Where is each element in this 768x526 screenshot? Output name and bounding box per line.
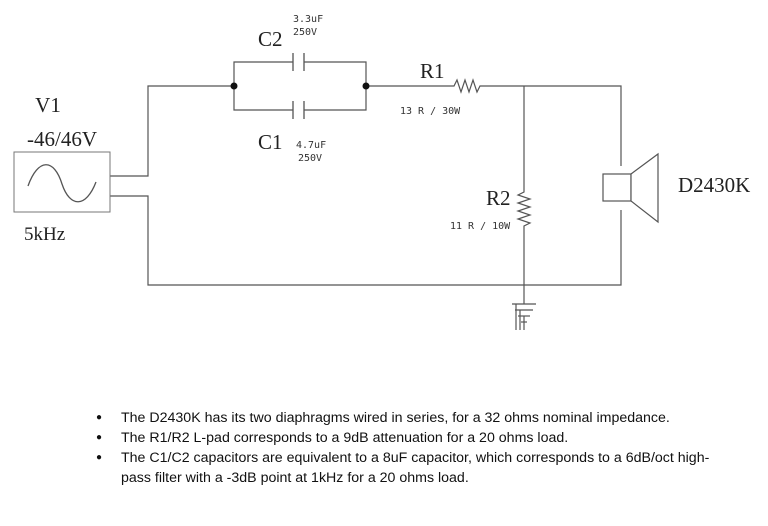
resistor-r2: R2 11 R / 10W	[450, 186, 532, 232]
source-voltage: -46/46V	[27, 127, 97, 151]
junction-left	[230, 82, 238, 90]
r1-value: 13 R / 30W	[400, 106, 461, 117]
c1-value: 4.7uF	[296, 140, 326, 151]
ground-icon	[512, 303, 536, 330]
note-impedance: The D2430K has its two diaphragms wired …	[96, 408, 736, 428]
r1-name: R1	[420, 59, 445, 83]
c1-rating: 250V	[298, 153, 322, 164]
loudspeaker-icon: D2430K	[602, 152, 750, 224]
note-capacitors: The C1/C2 capacitors are equivalent to a…	[96, 448, 736, 488]
wires	[110, 61, 622, 304]
speaker-name: D2430K	[678, 173, 750, 197]
voltage-source-v1: V1 -46/46V 5kHz	[13, 93, 111, 245]
resistor-r1: R1 13 R / 30W	[400, 59, 484, 117]
junction-right	[362, 82, 370, 90]
c2-name: C2	[258, 27, 283, 51]
source-name: V1	[35, 93, 61, 117]
r2-value: 11 R / 10W	[450, 221, 511, 232]
c1-name: C1	[258, 130, 283, 154]
notes-list: The D2430K has its two diaphragms wired …	[96, 408, 736, 488]
sine-wave-icon	[27, 164, 97, 203]
c2-value: 3.3uF	[293, 14, 323, 25]
r2-name: R2	[486, 186, 511, 210]
source-frequency: 5kHz	[24, 224, 65, 245]
c2-rating: 250V	[293, 27, 317, 38]
capacitor-c1: C1 4.7uF 250V	[258, 101, 326, 164]
capacitor-c2: C2 3.3uF 250V	[258, 14, 323, 71]
note-lpad: The R1/R2 L-pad corresponds to a 9dB att…	[96, 428, 736, 448]
